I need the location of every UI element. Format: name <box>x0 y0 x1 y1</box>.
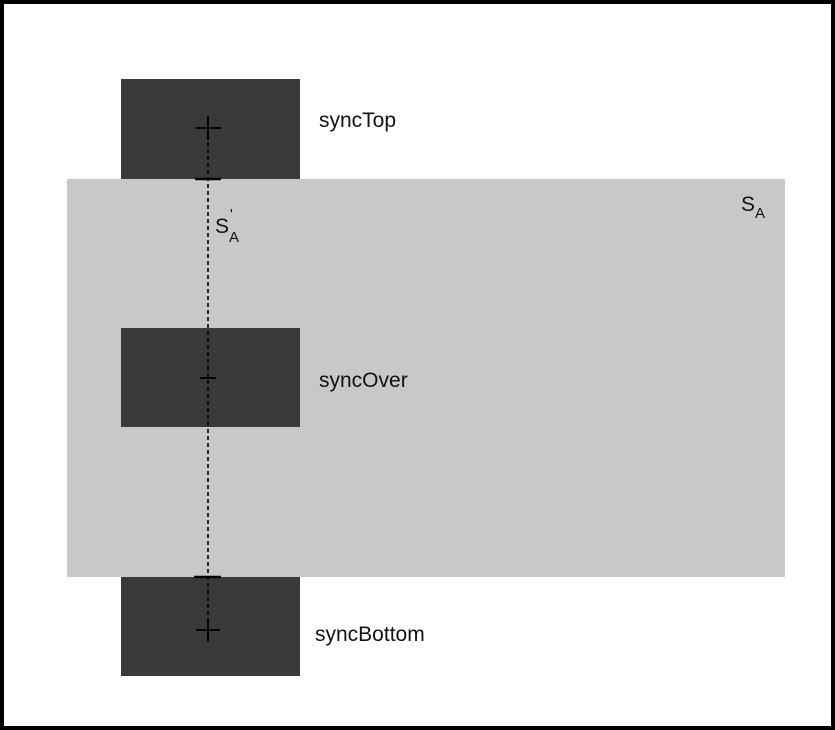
plus-marker-bottom <box>196 618 220 642</box>
timeline-label-prime: ' <box>230 206 233 223</box>
timeline-label-sub: A <box>229 229 239 246</box>
sync-top-label: syncTop <box>319 109 396 132</box>
region-label-main: S <box>741 193 755 216</box>
timeline-label-main: S <box>215 215 229 238</box>
sync-bottom-block <box>121 577 300 676</box>
region-label: S A <box>741 193 765 222</box>
sync-over-label: syncOver <box>319 369 408 392</box>
plus-marker-top <box>196 116 221 140</box>
timeline-label: S ' A <box>215 206 239 246</box>
sync-bottom-label: syncBottom <box>315 623 425 646</box>
region-label-sub: A <box>755 205 765 222</box>
